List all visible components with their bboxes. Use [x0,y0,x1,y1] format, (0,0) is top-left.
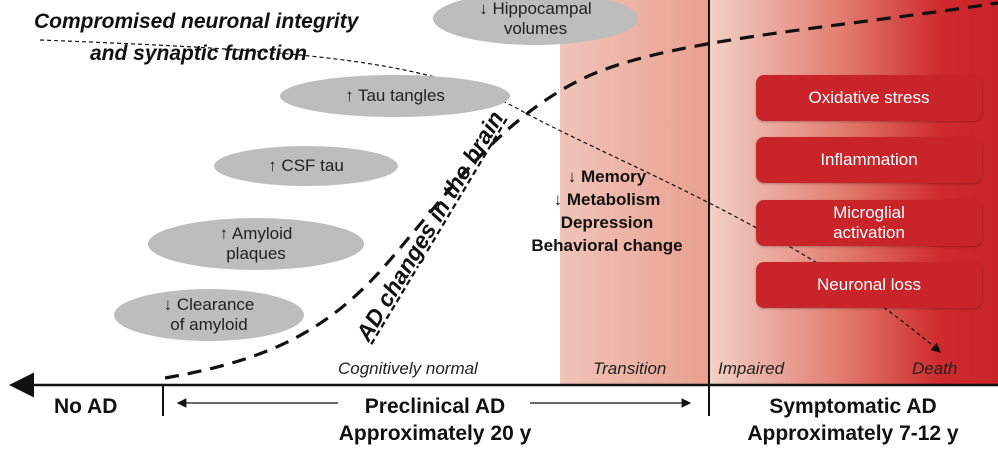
phase-preclinical-title: Preclinical AD [364,395,506,418]
phase-symptomatic-title: Symptomatic AD [769,395,937,418]
stage-death: Death [912,359,958,378]
symptom-memory: ↓ Memory [567,167,647,186]
phase-symptomatic-duration: Approximately 7-12 y [747,422,959,445]
title-text-2: and synaptic function [90,42,308,65]
title-line-1: Compromised neuronal integrity [34,10,358,34]
process-microglial-activation: Microglial activation [756,200,982,246]
symptom-behavioral-change: Behavioral change [531,236,683,255]
transition-symptoms: ↓ Memory ↓ Metabolism Depression Behavio… [514,165,700,257]
biomarker-hippocampal-volumes: ↓ Hippocampal volumes [433,0,638,45]
symptomatic-band [710,0,998,385]
transition-band [560,0,708,385]
phase-preclinical-duration: Approximately 20 y [338,422,532,445]
process-inflammation: Inflammation [756,137,982,183]
neuronal-integrity-line [39,39,941,353]
biomarker-csf-tau: ↑ CSF tau [214,146,398,186]
phase-no-ad: No AD [54,395,118,418]
phase-preclinical: Preclinical AD Approximately 20 y [300,393,570,447]
stage-impaired: Impaired [718,359,785,378]
title-text-1: Compromised neuronal integrity [34,10,359,33]
symptom-metabolism: ↓ Metabolism [553,190,661,209]
phase-symptomatic: Symptomatic AD Approximately 7-12 y [708,393,998,447]
process-neuronal-loss: Neuronal loss [756,262,982,308]
stage-transition: Transition [593,359,667,378]
stage-cognitively-normal: Cognitively normal [338,359,478,378]
biomarker-clearance-of-amyloid: ↓ Clearance of amyloid [114,289,304,341]
biomarker-tau-tangles: ↑ Tau tangles [280,75,510,117]
title-line-2: and synaptic function [90,42,307,66]
biomarker-amyloid-plaques: ↑ Amyloid plaques [148,218,364,270]
symptom-depression: Depression [560,213,654,232]
ad-changes-curve [164,1,998,380]
process-oxidative-stress: Oxidative stress [756,75,982,121]
